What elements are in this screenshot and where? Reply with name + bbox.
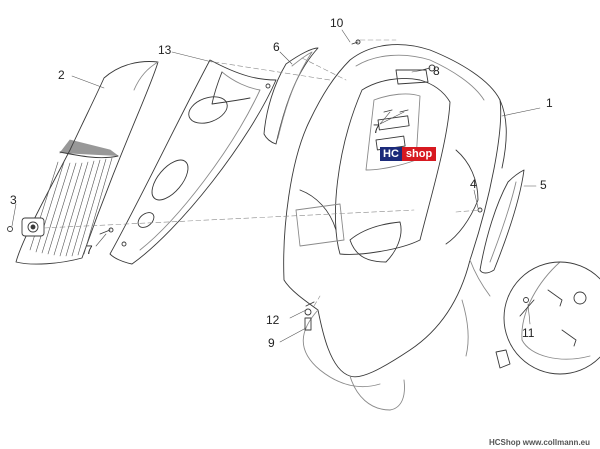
hcshop-watermark: HC shop [380, 147, 437, 161]
part-left-trim [263, 47, 319, 145]
callout-6: 6 [273, 40, 280, 54]
callout-1: 1 [546, 96, 553, 110]
callout-9: 9 [268, 336, 275, 350]
watermark-shop: shop [401, 147, 437, 161]
callout-13: 13 [158, 43, 172, 57]
callout-3: 3 [10, 193, 17, 207]
callout-5: 5 [540, 178, 547, 192]
part-inner-frame [109, 59, 277, 265]
callout-7-left: 7 [86, 243, 93, 257]
leader-lines [11, 29, 541, 343]
callout-2: 2 [58, 68, 65, 82]
detail-inset-circle [503, 261, 600, 375]
part-right-trim [479, 169, 525, 274]
footer-credit: HCShop www.collmann.eu [488, 438, 590, 447]
callout-11: 11 [522, 326, 535, 340]
part-detail-inset [495, 261, 591, 369]
part-front-shield [283, 44, 507, 411]
part-front-grille [15, 61, 159, 265]
alignment-lines [43, 39, 481, 307]
callout-8: 8 [433, 64, 440, 78]
watermark-hc: HC [380, 147, 402, 161]
part-screws [7, 39, 483, 331]
callout-7-center: 7 [373, 122, 380, 136]
callout-12: 12 [266, 313, 280, 327]
callout-10: 10 [330, 16, 344, 30]
callout-4: 4 [470, 177, 477, 191]
